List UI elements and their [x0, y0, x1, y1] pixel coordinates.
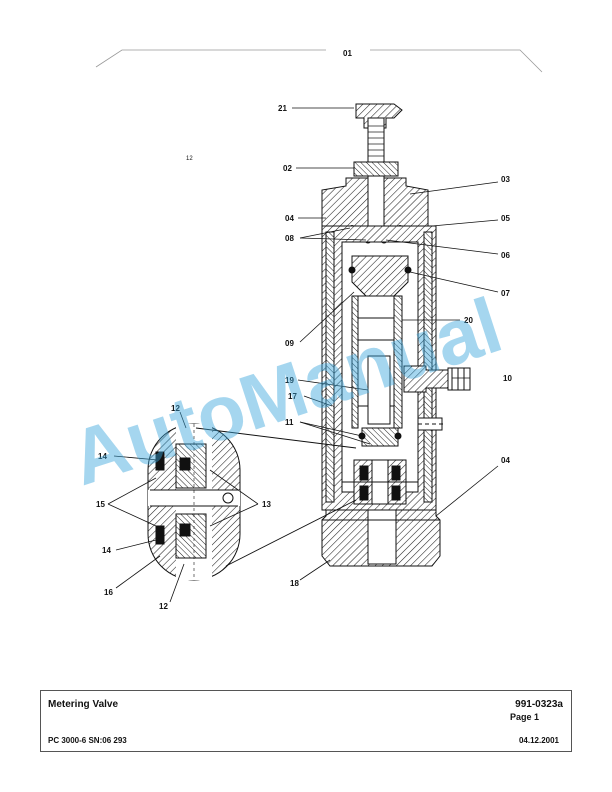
drawing-title: Metering Valve — [48, 699, 119, 710]
callout-12-top: 12 — [171, 404, 180, 413]
callout-17: 17 — [288, 392, 297, 401]
callout-14-top: 14 — [98, 452, 107, 461]
title-block: Metering Valve 991-0323a Page 1 PC 3000-… — [40, 690, 572, 752]
callout-16: 16 — [104, 588, 113, 597]
callout-08: 08 — [285, 234, 294, 243]
header-frame — [95, 49, 543, 73]
callout-06: 06 — [501, 251, 510, 260]
document-number: 991-0323a — [515, 699, 563, 710]
spindle — [367, 117, 385, 167]
detail-connectors — [195, 427, 357, 567]
drawing-date: 04.12.2001 — [518, 736, 559, 745]
callout-15: 15 — [96, 500, 105, 509]
callout-04-top: 04 — [285, 214, 294, 223]
callout-05: 05 — [501, 214, 510, 223]
valve-assembly — [321, 103, 471, 567]
callout-20: 20 — [464, 316, 473, 325]
detail-seal-lower — [175, 513, 207, 559]
callout-labels: 21 02 03 04 05 08 06 07 20 09 10 19 17 1… — [96, 104, 512, 611]
callout-09: 09 — [285, 339, 294, 348]
callout-04-bottom: 04 — [501, 456, 510, 465]
machine-model: PC 3000-6 SN:06 293 — [48, 736, 127, 745]
callout-12-bottom: 12 — [159, 602, 168, 611]
callout-07: 07 — [501, 289, 510, 298]
watermark-text: AutoManual — [60, 281, 512, 503]
callout-13: 13 — [262, 500, 271, 509]
detail-view — [147, 423, 241, 581]
callout-02: 02 — [283, 164, 292, 173]
callout-21: 21 — [278, 104, 287, 113]
callout-11: 11 — [285, 418, 294, 427]
callout-03: 03 — [501, 175, 510, 184]
lock-nut — [353, 161, 399, 177]
callout-19: 19 — [285, 376, 294, 385]
callout-10: 10 — [503, 374, 512, 383]
callout-14-bottom: 14 — [102, 546, 111, 555]
spindle-threads — [368, 125, 384, 157]
leader-lines — [107, 107, 499, 603]
callout-18: 18 — [290, 579, 299, 588]
callout-12-small: 12 — [186, 156, 193, 162]
piston — [351, 255, 409, 297]
outlet-bore — [367, 509, 397, 565]
page-number: Page 1 — [510, 712, 540, 722]
sheet-ref-label: 01 — [343, 49, 352, 58]
